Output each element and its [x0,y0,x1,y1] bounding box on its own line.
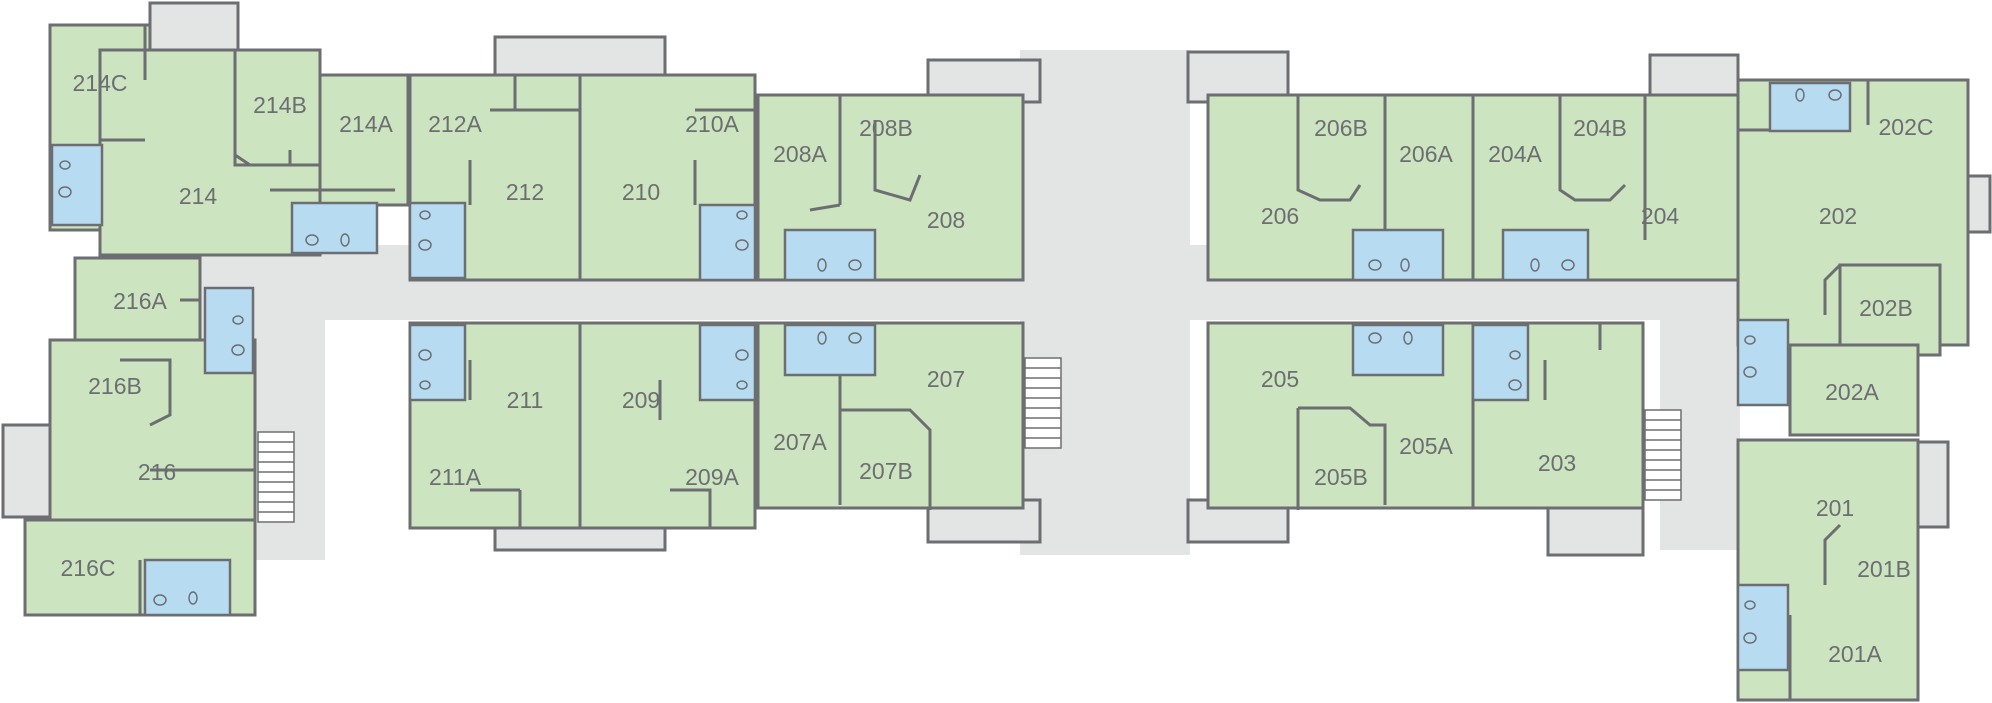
room-label-207A[interactable]: 207A [773,429,827,455]
room-label-212[interactable]: 212 [506,179,544,205]
room-label-208A[interactable]: 208A [773,141,827,167]
bath-fixtures [58,88,1842,644]
room-label-216A[interactable]: 216A [113,288,167,314]
room-label-206[interactable]: 206 [1261,203,1299,229]
room-label-206B[interactable]: 206B [1314,115,1368,141]
room-label-211[interactable]: 211 [507,387,544,413]
room-label-214[interactable]: 214 [179,183,218,209]
room-label-202C[interactable]: 202C [1879,114,1934,140]
partitions [100,25,1870,700]
room-label-208[interactable]: 208 [927,207,965,233]
room-label-205[interactable]: 205 [1261,366,1299,392]
room-label-205A[interactable]: 205A [1399,433,1453,459]
room-label-216C[interactable]: 216C [61,555,116,581]
room-label-212A[interactable]: 212A [428,111,482,137]
staircase-east [1644,409,1682,501]
room-label-216[interactable]: 216 [138,459,176,485]
room-label-204B[interactable]: 204B [1573,115,1627,141]
room-label-205B[interactable]: 205B [1314,464,1368,490]
staircase-west [257,431,295,523]
room-label-202B[interactable]: 202B [1859,295,1913,321]
room-label-201[interactable]: 201 [1816,495,1854,521]
room-label-208B[interactable]: 208B [859,115,913,141]
room-label-202A[interactable]: 202A [1825,379,1879,405]
room-label-209[interactable]: 209 [622,387,660,413]
room-label-214C[interactable]: 214C [73,70,128,96]
room-label-206A[interactable]: 206A [1399,141,1453,167]
room-label-204A[interactable]: 204A [1488,141,1542,167]
room-label-210A[interactable]: 210A [685,111,739,137]
room-label-201B[interactable]: 201B [1857,556,1911,582]
room-label-214B[interactable]: 214B [253,92,307,118]
room-label-207B[interactable]: 207B [859,458,913,484]
room-label-209A[interactable]: 209A [685,464,739,490]
staircase-center [1024,357,1062,449]
room-labels: 214C 214B 214A 214 212A 212 210A 210 208… [61,70,1934,667]
room-label-216B[interactable]: 216B [88,373,142,399]
bathrooms [50,81,1852,672]
room-label-203[interactable]: 203 [1538,450,1576,476]
room-label-202[interactable]: 202 [1819,203,1857,229]
room-label-211A[interactable]: 211A [429,464,482,490]
room-label-204[interactable]: 204 [1641,203,1680,229]
room-label-214A[interactable]: 214A [339,111,393,137]
room-label-210[interactable]: 210 [622,179,660,205]
room-label-207[interactable]: 207 [927,366,965,392]
room-label-201A[interactable]: 201A [1828,641,1882,667]
